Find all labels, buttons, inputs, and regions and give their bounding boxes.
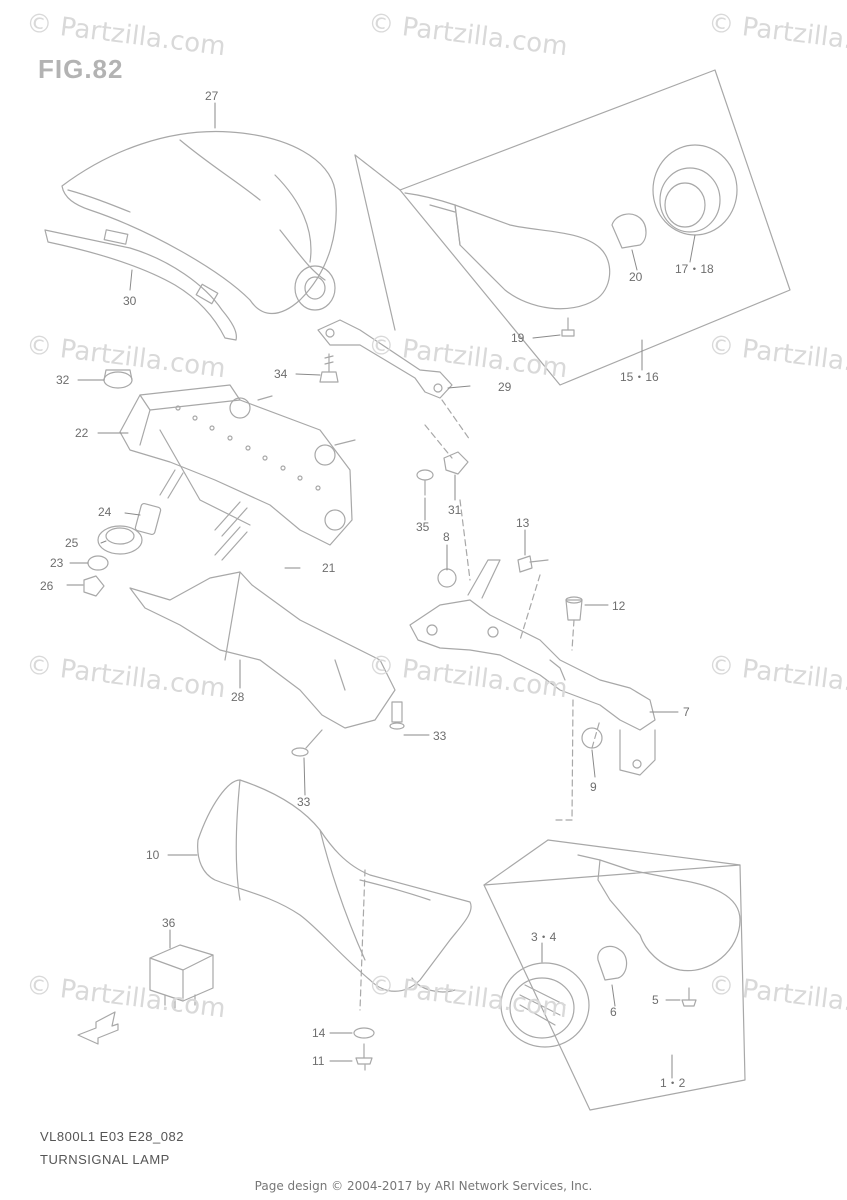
callout-23: 23 (50, 556, 64, 570)
callout-27: 27 (205, 89, 219, 103)
mud-flap-part-30 (44, 229, 237, 341)
leader-lines (66, 102, 696, 1079)
callout-17-18: 17・18 (675, 262, 714, 276)
callout-13: 13 (516, 516, 530, 530)
bracket-part-28 (129, 571, 396, 729)
bracket-part-29 (317, 319, 453, 399)
turn-signal-front-assembly-1-2 (483, 839, 746, 1111)
callout-36: 36 (162, 916, 176, 930)
callout-8: 8 (443, 530, 450, 544)
callout-12: 12 (612, 599, 626, 613)
bracket-part-7 (409, 559, 656, 776)
callout-3-4: 3・4 (531, 930, 557, 944)
spacer-part-8 (437, 568, 457, 588)
relay-part-36 (149, 944, 214, 1009)
callout-28: 28 (231, 690, 245, 704)
turn-signal-rear-assembly-15-16 (354, 69, 791, 386)
bracket-part-22 (119, 384, 356, 546)
screw-part-19 (561, 317, 575, 337)
callout-5: 5 (652, 993, 659, 1007)
callout-6: 6 (610, 1005, 617, 1019)
callout-29: 29 (498, 380, 512, 394)
callout-19: 19 (511, 331, 525, 345)
screw-part-5 (681, 987, 697, 1007)
callout-9: 9 (590, 780, 597, 794)
callout-33-upper: 33 (433, 729, 447, 743)
cushion-part-32 (103, 369, 133, 389)
screw-part-11 (355, 1043, 373, 1065)
model-code: VL800L1 E03 E28_082 (40, 1129, 184, 1144)
callout-33-lower: 33 (297, 795, 311, 809)
callout-32: 32 (56, 373, 70, 387)
callout-26: 26 (40, 579, 54, 593)
grommet-part-31 (443, 451, 469, 475)
washer-part-23 (87, 555, 109, 571)
callout-10: 10 (146, 848, 160, 862)
washer-part-14 (353, 1027, 375, 1039)
callout-14: 14 (312, 1026, 326, 1040)
callout-21: 21 (322, 561, 336, 575)
footer-copyright: Page design © 2004-2017 by ARI Network S… (254, 1179, 593, 1193)
spacer-part-24 (134, 502, 162, 536)
bolt-part-33-lower (291, 729, 323, 757)
bolt-part-34 (319, 353, 339, 383)
bolt-part-13 (517, 555, 549, 573)
diagram-name: TURNSIGNAL LAMP (40, 1152, 170, 1167)
fender-part-10 (197, 779, 472, 993)
nut-part-26 (83, 575, 105, 597)
callout-20: 20 (629, 270, 643, 284)
callout-7: 7 (683, 705, 690, 719)
front-arrow-icon (77, 1011, 119, 1045)
collar-part-12 (565, 596, 583, 621)
callout-22: 22 (75, 426, 89, 440)
screw-part-35 (416, 469, 434, 496)
callout-35: 35 (416, 520, 430, 534)
bolt-part-33-upper (389, 701, 405, 730)
bolt-studs (159, 469, 248, 561)
callout-24: 24 (98, 505, 112, 519)
callout-25: 25 (65, 536, 79, 550)
callout-11: 11 (312, 1054, 325, 1068)
rear-fender-part-27 (61, 130, 337, 314)
callout-31: 31 (448, 503, 462, 517)
grommet-part-25 (97, 525, 143, 555)
callout-15-16: 15・16 (620, 370, 659, 384)
callout-1-2: 1・2 (660, 1076, 686, 1090)
callout-30: 30 (123, 294, 137, 308)
guide-lines (359, 399, 601, 1071)
callout-34: 34 (274, 367, 288, 381)
figure-title: FIG.82 (38, 54, 124, 84)
spacer-part-9 (581, 727, 603, 749)
